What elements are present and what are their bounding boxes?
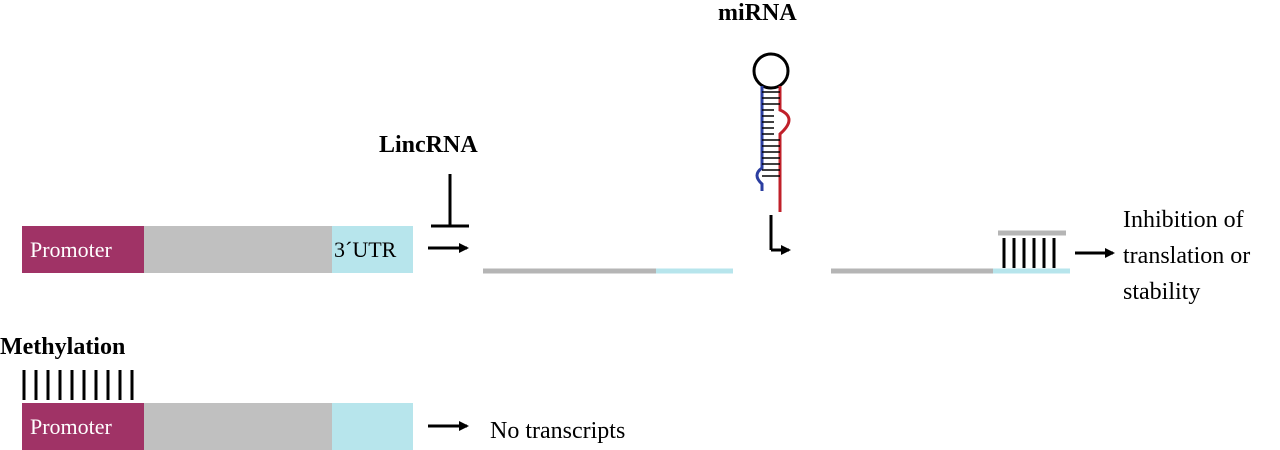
gene-body-methylated — [144, 403, 332, 450]
gene-body — [144, 226, 332, 273]
promoter-label: Promoter — [30, 236, 112, 262]
utr-box-methylated — [332, 403, 413, 450]
mirna-label: miRNA — [718, 0, 797, 26]
utr-label: 3´UTR — [334, 236, 397, 262]
promoter-box: Promoter — [22, 226, 144, 273]
outcome-line-1: Inhibition of — [1123, 207, 1244, 233]
bound-mirna-icon — [998, 230, 1066, 268]
methylation-marks-icon — [22, 370, 134, 400]
methylation-label: Methylation — [0, 334, 126, 360]
mirna-hairpin-icon — [752, 52, 791, 212]
lincrna-inhibition-icon — [431, 174, 469, 228]
outcome-text: Inhibition of translation or stability — [1123, 202, 1250, 310]
promoter-label-methylated: Promoter — [30, 413, 112, 439]
outcome-line-3: stability — [1123, 279, 1201, 305]
outcome-line-2: translation or — [1123, 243, 1251, 269]
utr-box: 3´UTR — [332, 226, 413, 273]
lincrna-label: LincRNA — [379, 132, 478, 158]
promoter-box-methylated: Promoter — [22, 403, 144, 450]
no-transcripts-label: No transcripts — [490, 418, 626, 444]
mirna-inhibition-arrow-icon — [769, 215, 791, 255]
